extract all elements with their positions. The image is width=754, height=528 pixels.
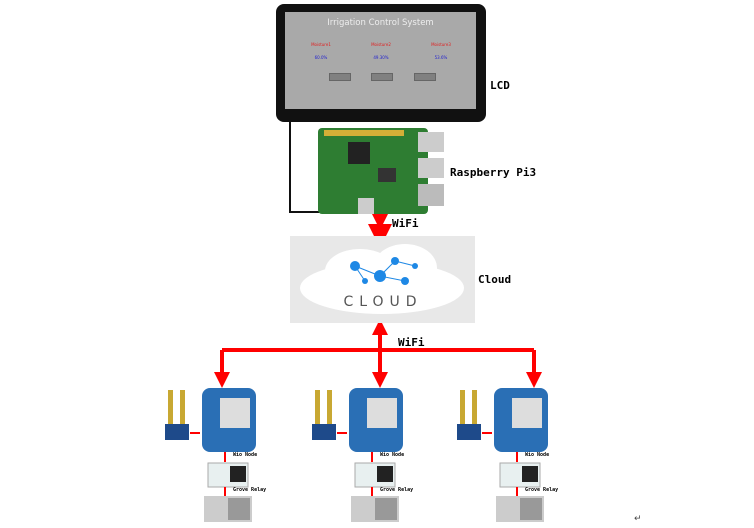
grove-relay-label: Grove Relay [380,487,414,493]
lcd-screen: Irrigation Control System Moisture1 Mois… [285,12,476,109]
moisture2-label: Moisture2 [371,42,391,47]
raspberry-pi-board [318,128,444,214]
raspberry-pi-label: Raspberry Pi3 [450,166,537,179]
cloud-label: Cloud [478,273,512,286]
cloud-logo-text: CLOUD [343,294,423,310]
wifi-label-top: WiFi [392,217,419,230]
wio-node-label: Wio Node [525,452,550,458]
wifi-label-bottom: WiFi [398,336,425,349]
pump1-button[interactable] [329,73,351,81]
wio-node-label: Wio Node [233,452,258,458]
wio-node-label: Wio Node [380,452,405,458]
moisture3-value: 53.6% [434,55,448,60]
moisture1-label: Moisture1 [311,42,331,47]
wifi-module [512,398,542,428]
wifi-module [367,398,397,428]
cloud-panel: CLOUD [290,236,475,323]
return-mark: ↵ [634,514,642,524]
moisture-sensor [165,390,189,440]
lcd-label: LCD [490,79,510,92]
moisture3-label: Moisture3 [431,42,451,47]
wifi-module [220,398,250,428]
grove-relay-label: Grove Relay [233,487,267,493]
grove-relay-label: Grove Relay [525,487,559,493]
moisture-sensor [457,390,481,440]
moisture-sensor [312,390,336,440]
moisture2-value: 49.30% [373,55,389,60]
node-3 [457,388,548,522]
lcd-display: Irrigation Control System Moisture1 Mois… [276,4,486,122]
moisture1-value: 60.0% [314,55,328,60]
cloud-icon [300,244,464,314]
pump2-button[interactable] [371,73,393,81]
lcd-title: Irrigation Control System [327,18,434,28]
node-2 [312,388,403,522]
pump3-button[interactable] [414,73,436,81]
node-1 [165,388,256,522]
